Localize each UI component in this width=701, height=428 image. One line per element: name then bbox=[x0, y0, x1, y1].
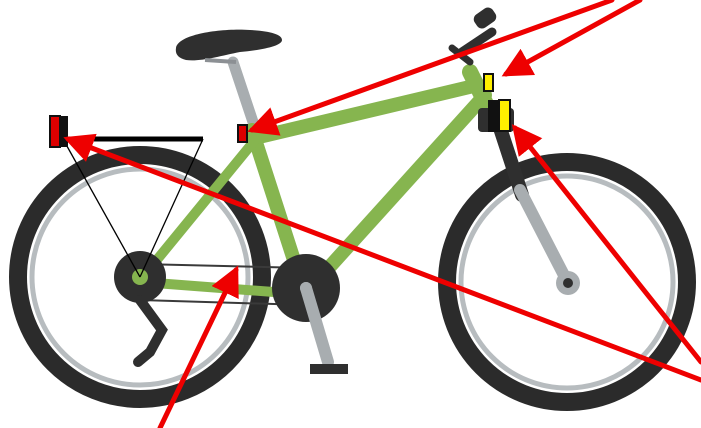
front-light-marker bbox=[488, 99, 511, 132]
rear-derailleur bbox=[133, 295, 168, 367]
arrow-to-front-light bbox=[511, 124, 701, 365]
down-tube bbox=[308, 88, 492, 290]
head-tube-reflector-marker bbox=[483, 73, 494, 92]
saddle bbox=[175, 29, 282, 61]
arrow-to-seat-reflector bbox=[247, 0, 615, 136]
rack-strut-right bbox=[139, 138, 204, 278]
rear-tire bbox=[9, 146, 271, 408]
top-tube bbox=[248, 78, 485, 145]
arrow-to-chain-stay bbox=[157, 265, 239, 428]
pedal bbox=[310, 364, 348, 374]
crankset bbox=[272, 254, 348, 374]
fork bbox=[478, 108, 580, 295]
seat-post bbox=[227, 56, 261, 134]
rear-light-marker bbox=[49, 115, 68, 148]
annotation-arrows bbox=[63, 0, 701, 428]
saddle-rail bbox=[204, 58, 237, 64]
rear-drivetrain bbox=[114, 251, 168, 367]
seat-stay bbox=[137, 135, 260, 283]
seat-tube-reflector-marker bbox=[237, 124, 248, 143]
front-rim bbox=[458, 173, 676, 391]
arrow-to-rear-light bbox=[63, 133, 701, 383]
crank-arm bbox=[300, 282, 334, 368]
arrow-to-head-reflector bbox=[501, 0, 643, 77]
head-tube bbox=[462, 64, 496, 116]
rack-strut-left bbox=[62, 138, 141, 278]
